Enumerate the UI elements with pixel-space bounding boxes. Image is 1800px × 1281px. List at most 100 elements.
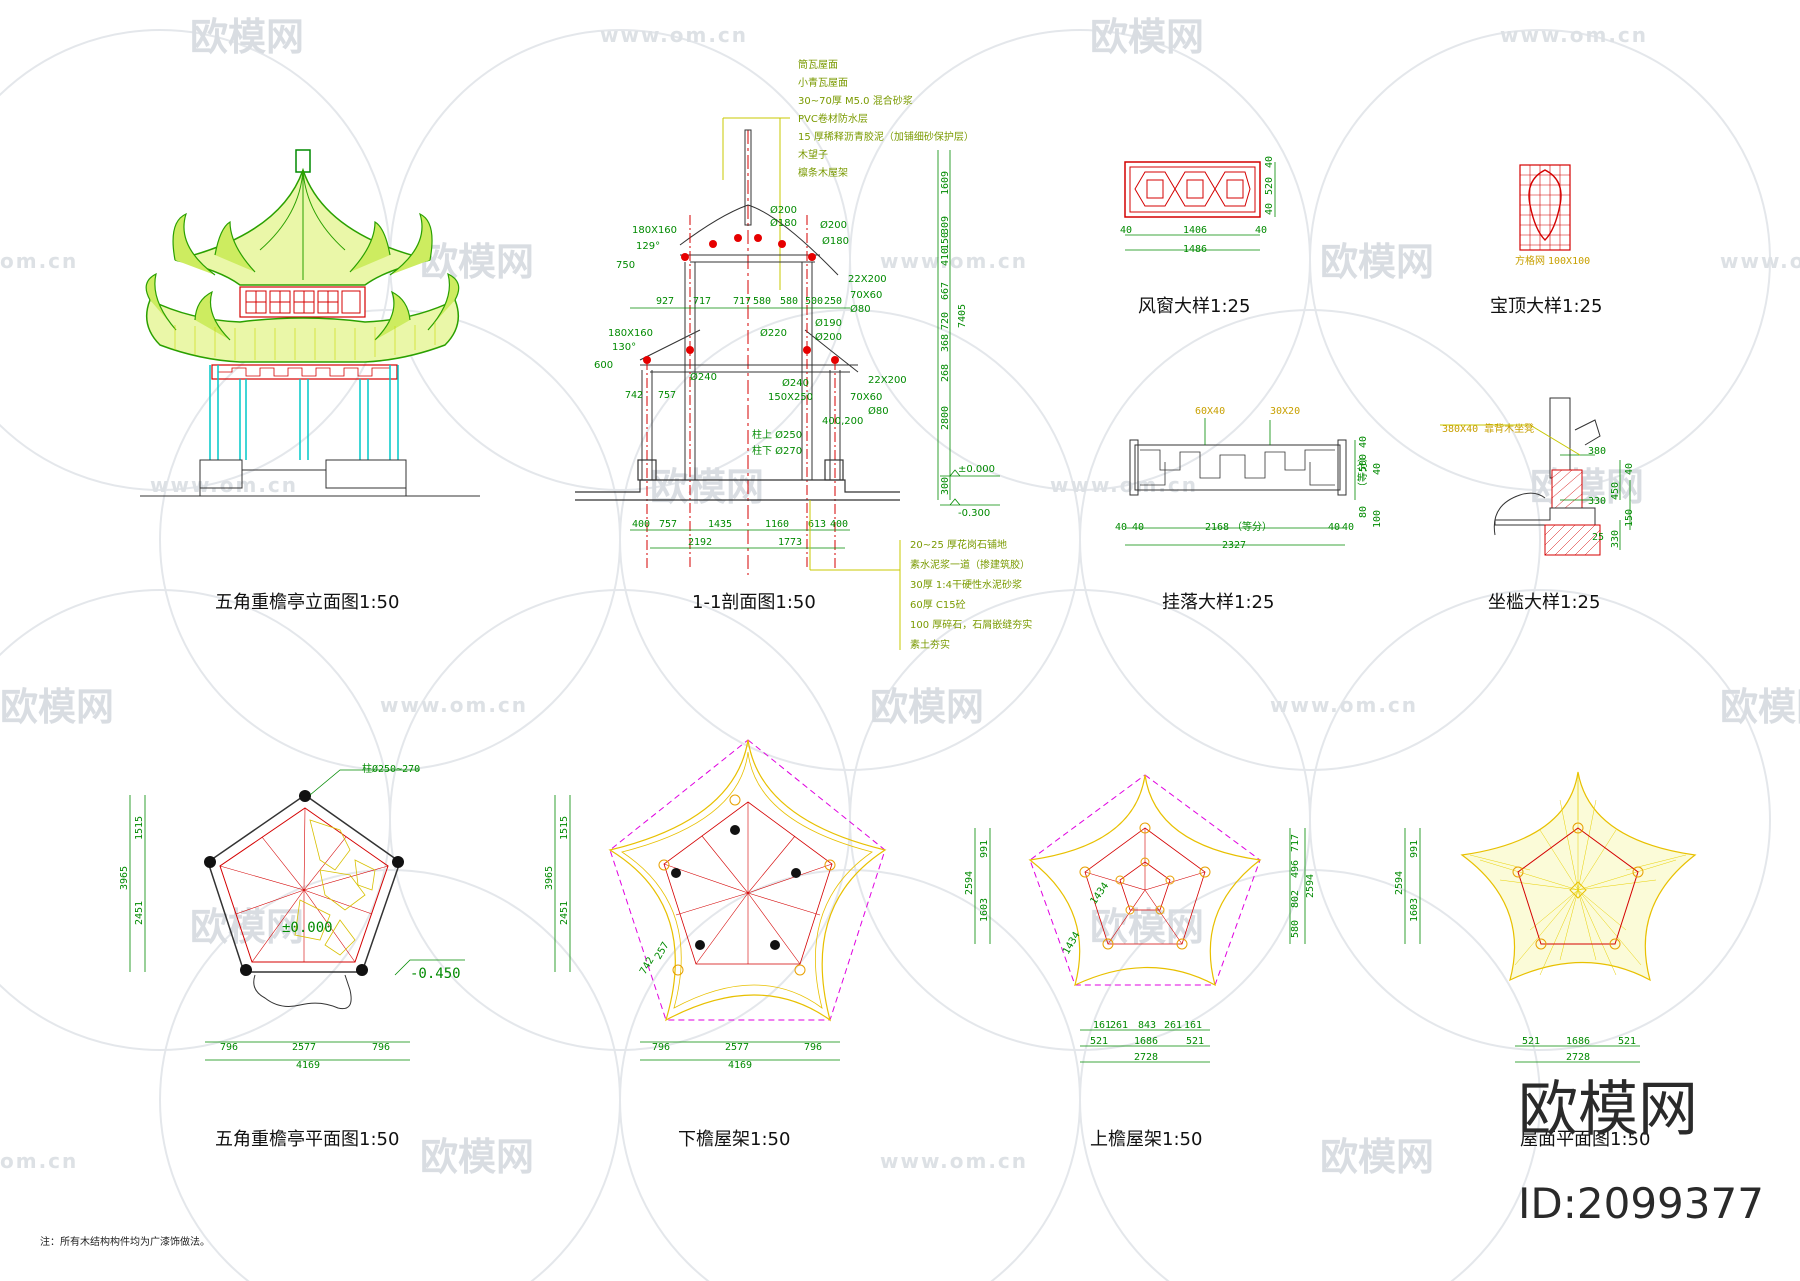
watermark-logo: 欧模网 — [1320, 1135, 1434, 1179]
section-drawing: 筒瓦屋面 小青瓦屋面 30~70厚 M5.0 混合砂浆 PVC卷材防水层 15 … — [575, 58, 1032, 651]
section-dim-bottom: 1160 — [765, 519, 789, 530]
member-label: 400,200 — [822, 416, 863, 427]
member-label: 180X160 — [608, 328, 653, 339]
member-label: 600 — [594, 360, 613, 371]
upper-frame-dim-left: 1603 — [979, 898, 990, 922]
fret-dim: 40 — [1342, 522, 1354, 533]
upper-frame-dim: 261 — [1164, 1020, 1182, 1031]
fret-dim: 40 — [1358, 436, 1369, 448]
member-label: 22X200 — [848, 274, 887, 285]
roof-layer: 檩条木屋架 — [798, 166, 848, 179]
watermark-url: www.om.cn — [1050, 473, 1198, 497]
upper-frame-dim-right: 496 — [1290, 860, 1301, 878]
member-label: 70X60 — [850, 392, 882, 403]
section-dim-left: 742 — [625, 390, 643, 401]
railing-label: 25 — [1592, 532, 1604, 543]
upper-frame-dim: 161 — [1184, 1020, 1202, 1031]
fret-dim: 500 — [1358, 454, 1369, 472]
plan-label: 柱Ø250~270 — [362, 762, 420, 775]
watermark-logo: 欧模网 — [0, 685, 114, 729]
section-dim-top: 500 — [805, 296, 823, 307]
upper-frame-dim: 521 — [1090, 1036, 1108, 1047]
watermark-logo: 欧模网 — [1320, 240, 1434, 284]
member-label: Ø220 — [760, 327, 787, 339]
fret-dim: 2327 — [1222, 540, 1246, 551]
section-dim-total: 1773 — [778, 537, 802, 548]
watermark-logo: 欧模网 — [420, 1135, 534, 1179]
watermark-logo: 欧模网 — [1530, 465, 1644, 509]
section-dim-right: 368 — [940, 334, 951, 352]
upper-frame-dim: 161 — [1093, 1020, 1111, 1031]
upper-frame-caption: 上檐屋架1:50 — [1090, 1129, 1202, 1150]
plan-dim: 796 — [220, 1042, 238, 1053]
section-dim-left: 757 — [658, 390, 676, 401]
fret-dim: 40 — [1372, 463, 1383, 475]
section-dim-bottom: 400 — [830, 519, 848, 530]
member-label: 750 — [616, 260, 635, 271]
member-label: Ø240 — [782, 377, 809, 389]
roof-layer: 小青瓦屋面 — [798, 76, 848, 89]
fret-dim: 40 — [1328, 522, 1340, 533]
watermark-logo: 欧模网 — [650, 465, 764, 509]
section-dim-top: 580 — [780, 296, 798, 307]
roof-plan-total: 2728 — [1566, 1052, 1590, 1063]
fret-dim: 40 — [1132, 522, 1144, 533]
level-mark: ±0.000 — [958, 464, 995, 475]
watermark-url: om.cn — [0, 1149, 78, 1173]
railing-dim: 40 — [1624, 463, 1635, 475]
fret-dim: 100 — [1372, 510, 1383, 528]
member-label: Ø80 — [868, 405, 889, 417]
floor-layer: 20~25 厚花岗石铺地 — [910, 538, 1007, 551]
section-dim-right: 667 — [940, 282, 951, 300]
watermark-logo: 欧模网 — [1090, 15, 1204, 59]
plan-dim-left: 3965 — [119, 866, 130, 890]
fret-label: 30X20 — [1270, 406, 1300, 417]
upper-frame-dim-left: 2594 — [964, 871, 975, 895]
section-purlin-nodes — [643, 234, 839, 364]
section-dim-total: 2192 — [688, 537, 712, 548]
section-dim-top: 927 — [656, 296, 674, 307]
wind-window-drawing: 40 1406 40 1486 40 520 40 — [1120, 156, 1276, 255]
window-dim: 1406 — [1183, 225, 1207, 236]
member-label: Ø80 — [850, 303, 871, 315]
member-label: 150X250 — [768, 392, 813, 403]
floor-layer: 素水泥浆一道（掺建筑胶） — [910, 558, 1030, 571]
section-dim-right: 150 — [940, 232, 951, 250]
roof-layer: 15 厚稀释沥青胶泥（加铺细砂保护层） — [798, 130, 974, 143]
upper-frame-drawing: 161 261 843 261 161 521 1686 521 2728 99… — [964, 774, 1316, 1063]
member-label: Ø180 — [770, 217, 797, 229]
member-label: Ø200 — [770, 204, 797, 216]
section-dim-right: 410 — [940, 248, 951, 266]
roof-plan-dim: 521 — [1522, 1036, 1540, 1047]
plan-label: ±0.000 — [282, 920, 333, 936]
window-dim: 1486 — [1183, 244, 1207, 255]
railing-label: 380X40 靠背木坐凳 — [1442, 422, 1534, 435]
watermark-logo: 欧模网 — [420, 240, 534, 284]
section-caption: 1-1剖面图1:50 — [692, 592, 816, 613]
fret-dim: （等分） — [1232, 520, 1272, 533]
upper-frame-dim-right: 580 — [1290, 920, 1301, 938]
watermark-arcs — [0, 29, 1771, 1281]
watermark-texts: 欧模网 欧模网 欧模网 欧模网 欧模网 欧模网 欧模网 欧模网 欧模网 欧模网 … — [0, 15, 1800, 1179]
plan-drawing: 柱Ø250~270 ±0.000 -0.450 796 2577 796 416… — [119, 762, 465, 1071]
member-label: Ø200 — [815, 331, 842, 343]
upper-frame-total: 2728 — [1134, 1052, 1158, 1063]
watermark-url: www.om.cn — [880, 249, 1028, 273]
elevation-drawing — [140, 149, 480, 497]
member-label: 70X60 — [850, 290, 882, 301]
section-dim-top: 717 — [733, 296, 751, 307]
railing-dim: 150 — [1624, 509, 1635, 527]
watermark-logo: 欧模网 — [190, 15, 304, 59]
section-dim-bottom: 757 — [659, 519, 677, 530]
window-dim: 40 — [1255, 225, 1267, 236]
finial-grid-label: 方格网 — [1515, 254, 1545, 267]
watermark-url: om.cn — [0, 249, 78, 273]
member-label: 180X160 — [632, 225, 677, 236]
roof-plan-dim: 521 — [1618, 1036, 1636, 1047]
member-label: Ø240 — [690, 371, 717, 383]
drawing-note: 注：所有木结构构件均为广漆饰做法。 — [40, 1235, 210, 1248]
member-label: Ø200 — [820, 219, 847, 231]
section-dim-bottom: 613 — [808, 519, 826, 530]
lower-frame-dim-left: 1515 — [559, 816, 570, 840]
watermark-logo: 欧模网 — [190, 905, 304, 949]
